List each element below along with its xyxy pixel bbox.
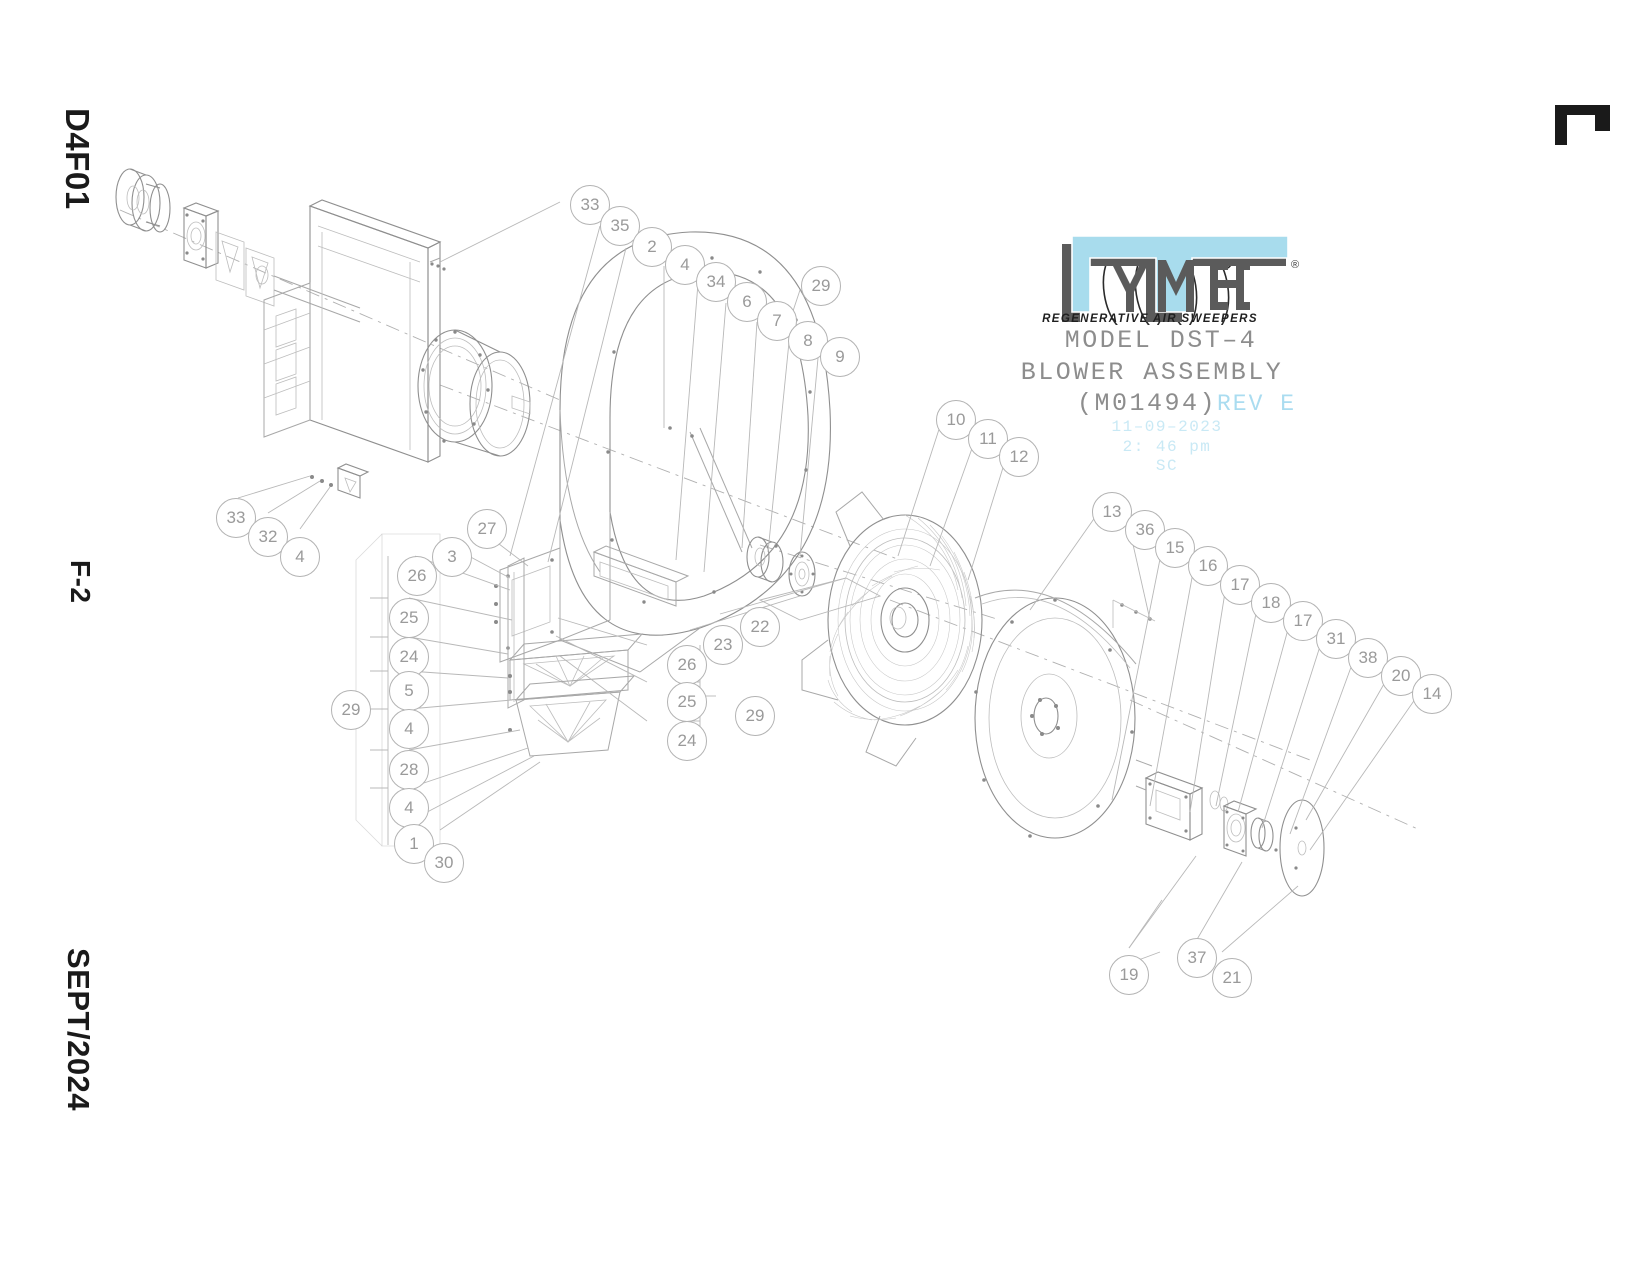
stamp-time: 2: 46 pm (1122, 437, 1212, 456)
callout-balloon-12[interactable]: 12 (999, 437, 1039, 477)
callout-balloon-30[interactable]: 30 (424, 843, 464, 883)
callout-balloon-22[interactable]: 22 (740, 607, 780, 647)
date-code-label: SEPT/2024 (61, 948, 96, 1112)
impeller-fan-wheel (801, 491, 983, 767)
callout-balloon-4[interactable]: 4 (280, 537, 320, 577)
corner-registration-mark (1555, 105, 1610, 145)
part-number-row: (M01494)REV E (1000, 389, 1300, 418)
callout-balloon-28[interactable]: 28 (389, 750, 429, 790)
stamp-initials: SC (1155, 457, 1179, 476)
callout-balloon-25[interactable]: 25 (389, 598, 429, 638)
callout-balloon-37[interactable]: 37 (1177, 938, 1217, 978)
part-number: (M01494) (1076, 389, 1217, 418)
title-block: ® REGENERATIVE AIR SWEEPERS MODEL DST–4 … (1000, 200, 1300, 477)
title-assembly-line: BLOWER ASSEMBLY (1020, 358, 1284, 387)
callout-balloon-29[interactable]: 29 (735, 696, 775, 736)
callout-balloon-14[interactable]: 14 (1412, 674, 1452, 714)
callout-balloon-25[interactable]: 25 (667, 682, 707, 722)
drive-pulley-group (115, 168, 361, 323)
svg-text:®: ® (1291, 259, 1299, 271)
tymco-logo-artwork: ® REGENERATIVE AIR SWEEPERS (1042, 235, 1299, 339)
inlet-housing-group (263, 199, 531, 463)
callout-balloon-5[interactable]: 5 (389, 671, 429, 711)
callout-balloon-23[interactable]: 23 (703, 625, 743, 665)
hub-bearing-stack (746, 536, 816, 597)
backplate-disc (974, 589, 1137, 839)
callout-balloon-21[interactable]: 21 (1212, 958, 1252, 998)
callout-balloon-11[interactable]: 11 (968, 419, 1008, 459)
title-model-line: MODEL DST–4 (1064, 326, 1258, 355)
callout-balloon-29[interactable]: 29 (331, 690, 371, 730)
callout-balloon-27[interactable]: 27 (467, 509, 507, 549)
logo-tagline: REGENERATIVE AIR SWEEPERS (1042, 313, 1258, 325)
callout-balloon-4[interactable]: 4 (389, 788, 429, 828)
callout-balloon-26[interactable]: 26 (667, 645, 707, 685)
revision-label: REV E (1216, 391, 1296, 417)
callout-balloon-26[interactable]: 26 (397, 556, 437, 596)
callout-balloon-9[interactable]: 9 (820, 337, 860, 377)
callout-balloon-29[interactable]: 29 (801, 266, 841, 306)
callout-balloon-33[interactable]: 33 (570, 185, 610, 225)
callout-balloon-24[interactable]: 24 (667, 721, 707, 761)
tymco-logo: ® REGENERATIVE AIR SWEEPERS (1000, 200, 1300, 339)
page-number-label: F-2 (65, 560, 96, 604)
motor-mount-group (1112, 599, 1325, 897)
stamp-date: 11–09–2023 (1111, 418, 1223, 436)
volute-scroll-group (499, 231, 831, 673)
callout-balloon-19[interactable]: 19 (1109, 955, 1149, 995)
drawing-number-label: D4F01 (59, 108, 96, 210)
callout-balloon-3[interactable]: 3 (432, 537, 472, 577)
callout-balloon-4[interactable]: 4 (389, 709, 429, 749)
